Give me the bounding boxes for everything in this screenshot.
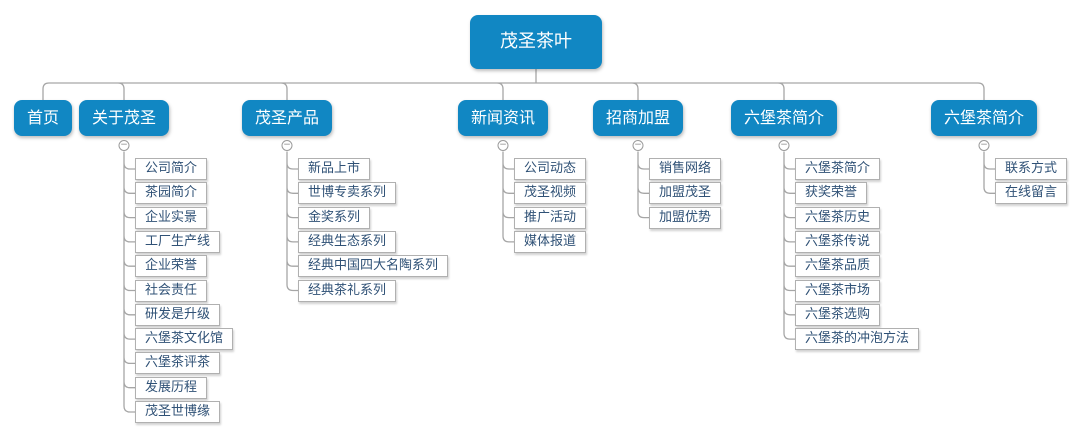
leaf-node[interactable]: 茶园简介 <box>135 182 208 204</box>
leaf-node[interactable]: 推广活动 <box>514 207 587 229</box>
leaf-node[interactable]: 茂圣世博缘 <box>135 401 221 423</box>
leaf-node[interactable]: 公司简介 <box>135 158 208 180</box>
leaf-node[interactable]: 加盟优势 <box>649 207 722 229</box>
leaf-node[interactable]: 六堡茶选购 <box>795 304 881 326</box>
leaf-node[interactable]: 六堡茶传说 <box>795 231 881 253</box>
leaf-node[interactable]: 联系方式 <box>995 158 1068 180</box>
branch-node[interactable]: 茂圣产品 <box>241 100 333 136</box>
leaf-node[interactable]: 经典中国四大名陶系列 <box>298 255 449 277</box>
root-node-label: 茂圣茶叶 <box>500 31 572 52</box>
branch-node[interactable]: 首页 <box>13 100 73 136</box>
leaf-node[interactable]: 社会责任 <box>135 280 208 302</box>
branch-node[interactable]: 六堡茶简介 <box>930 100 1038 136</box>
leaf-node[interactable]: 获奖荣誉 <box>795 182 868 204</box>
leaf-node[interactable]: 六堡茶市场 <box>795 280 881 302</box>
leaf-node[interactable]: 六堡茶简介 <box>795 158 881 180</box>
leaf-node[interactable]: 销售网络 <box>649 158 722 180</box>
leaf-node[interactable]: 新品上市 <box>298 158 371 180</box>
leaf-node[interactable]: 企业实景 <box>135 207 208 229</box>
leaf-node[interactable]: 加盟茂圣 <box>649 182 722 204</box>
collapse-toggle-icon[interactable]: − <box>632 140 644 151</box>
collapse-toggle-icon[interactable]: − <box>497 140 509 151</box>
leaf-node[interactable]: 六堡茶历史 <box>795 207 881 229</box>
branch-node[interactable]: 新闻资讯 <box>457 100 549 136</box>
leaf-node[interactable]: 六堡茶的冲泡方法 <box>795 328 920 350</box>
leaf-node[interactable]: 媒体报道 <box>514 231 587 253</box>
root-node[interactable]: 茂圣茶叶 <box>470 15 602 69</box>
leaf-node[interactable]: 六堡茶评茶 <box>135 352 221 374</box>
leaf-node[interactable]: 六堡茶品质 <box>795 255 881 277</box>
leaf-node[interactable]: 金奖系列 <box>298 207 371 229</box>
leaf-node[interactable]: 经典生态系列 <box>298 231 397 253</box>
collapse-toggle-icon[interactable]: − <box>281 140 293 151</box>
leaf-node[interactable]: 工厂生产线 <box>135 231 221 253</box>
leaf-node[interactable]: 发展历程 <box>135 377 208 399</box>
leaf-node[interactable]: 研发是升级 <box>135 304 221 326</box>
leaf-node[interactable]: 公司动态 <box>514 158 587 180</box>
leaf-node[interactable]: 六堡茶文化馆 <box>135 328 234 350</box>
branch-node[interactable]: 招商加盟 <box>592 100 684 136</box>
leaf-node[interactable]: 企业荣誉 <box>135 255 208 277</box>
leaf-node[interactable]: 茂圣视频 <box>514 182 587 204</box>
collapse-toggle-icon[interactable]: − <box>778 140 790 151</box>
branch-node[interactable]: 六堡茶简介 <box>730 100 838 136</box>
leaf-node[interactable]: 经典茶礼系列 <box>298 280 397 302</box>
collapse-toggle-icon[interactable]: − <box>978 140 990 151</box>
leaf-node[interactable]: 在线留言 <box>995 182 1068 204</box>
leaf-node[interactable]: 世博专卖系列 <box>298 182 397 204</box>
branch-node[interactable]: 关于茂圣 <box>78 100 170 136</box>
collapse-toggle-icon[interactable]: − <box>118 140 130 151</box>
